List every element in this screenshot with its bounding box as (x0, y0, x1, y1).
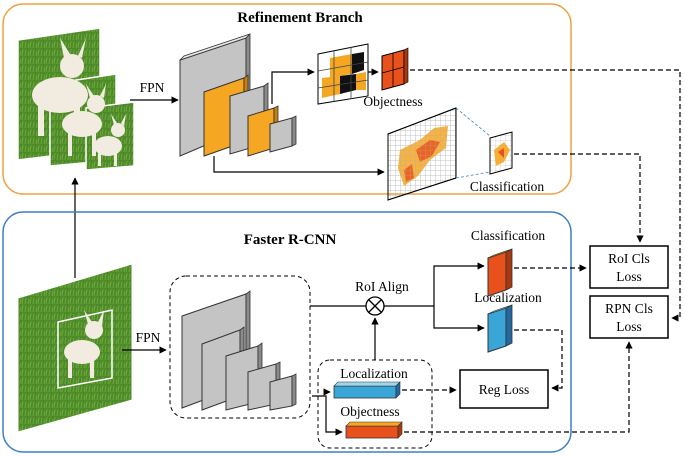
reg-loss-label: Reg Loss (479, 382, 530, 397)
refinement-branch-box (2, 3, 572, 195)
reg-loss-box: Reg Loss (459, 369, 549, 409)
refinement-branch-title: Refinement Branch (237, 10, 363, 26)
faster-rcnn: Faster R-CNN FPN (2, 211, 572, 453)
localization-head (487, 304, 513, 353)
rpn-box (317, 359, 433, 449)
faster-rcnn-title: Faster R-CNN (244, 232, 337, 248)
refinement-fpn-label: FPN (140, 80, 165, 95)
classification-to-roi-loss (514, 153, 644, 243)
faster-rcnn-box (2, 211, 572, 453)
dog-photo-medium (62, 84, 106, 156)
loc-head-to-reg-loss (514, 329, 563, 392)
classification-map (387, 107, 457, 201)
roi-align-label: RoI Align (355, 279, 409, 294)
rpn-objectness-block (345, 421, 403, 439)
classification-output (489, 131, 513, 175)
rpn-localization-label: Localization (340, 366, 408, 381)
rpn-cls-loss-box: RPN Cls Loss (589, 295, 669, 339)
rpn-cls-loss-line2: Loss (616, 319, 642, 334)
to-classification-arrow (213, 156, 385, 176)
objectness-grid (317, 43, 369, 105)
image-pyramid (17, 27, 135, 171)
objectness-output (381, 47, 409, 91)
rpn-cls-loss-line1: RPN Cls (605, 301, 653, 316)
roi-cls-loss-line2: Loss (616, 269, 642, 284)
faster-fpn-box (169, 275, 311, 419)
roi-cls-loss-box: RoI Cls Loss (589, 245, 669, 289)
refinement-branch: Refinement Branch (2, 3, 572, 201)
to-objectness-arrow (271, 68, 315, 104)
localization-head-label: Localization (474, 290, 542, 305)
rpn-obj-to-rpn-loss (404, 341, 633, 433)
refinement-objectness-label: Objectness (363, 94, 422, 109)
faster-fpn-label: FPN (136, 330, 161, 345)
classification-head (487, 248, 513, 297)
faster-classification-label: Classification (471, 228, 545, 243)
loss-connections (402, 69, 681, 433)
roi-cls-loss-line1: RoI Cls (608, 251, 650, 266)
objectness-to-rpn-loss (410, 69, 681, 322)
refinement-fpn-stack (179, 33, 297, 157)
roi-align-operator (365, 296, 385, 316)
rpn-localization-block (333, 381, 401, 399)
dog-photo-small (94, 114, 126, 166)
faster-fpn-stack (181, 290, 297, 411)
refinement-classification-label: Classification (470, 179, 544, 194)
rpn-objectness-label: Objectness (340, 404, 399, 419)
input-image (17, 263, 133, 433)
